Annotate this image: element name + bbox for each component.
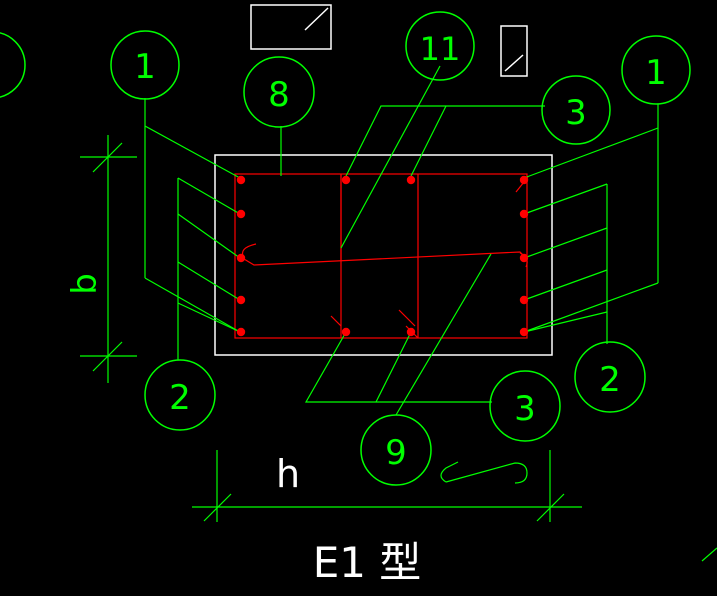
callout-2-right: 2 (574, 341, 646, 413)
callout-2-left: 2 (144, 359, 216, 431)
callout-label: 2 (599, 360, 621, 400)
rebar-dot (236, 295, 246, 305)
section-caption: E1 型 (313, 538, 422, 587)
callout-label: 3 (565, 93, 587, 133)
callout-3-top: 3 (541, 75, 611, 145)
rebar-dot (519, 253, 529, 263)
dimension-label-b: b (65, 273, 105, 295)
callout-label: 1 (134, 47, 156, 87)
rebar-dot (406, 327, 416, 337)
callout-label: 3 (514, 389, 536, 429)
callout-3-bottom: 3 (489, 370, 561, 442)
callout-label: 9 (385, 433, 407, 473)
leader-lines (80, 65, 717, 562)
callout-1-left: 1 (110, 30, 180, 100)
rebar-dot (341, 327, 351, 337)
rebar-dot (406, 175, 416, 185)
callout-8: 8 (243, 56, 315, 128)
callout-9: 9 (360, 414, 432, 486)
callout-label: 2 (169, 378, 191, 418)
rebar-dot (236, 175, 246, 185)
top-symbol-vertical-box (500, 25, 528, 77)
callout-1-right: 1 (621, 35, 691, 105)
callout-label: 11 (420, 30, 461, 68)
top-symbol-box (250, 4, 332, 50)
rebar-dot (519, 175, 529, 185)
rebar-dot (341, 175, 351, 185)
rebar-dot (236, 253, 246, 263)
rebar-dot (519, 209, 529, 219)
callout-11: 11 (405, 11, 475, 81)
concrete-outline (214, 154, 553, 356)
rebar-dot (236, 209, 246, 219)
rebar-dot (519, 327, 529, 337)
rebar-dot (519, 295, 529, 305)
callout-label: 8 (268, 75, 290, 115)
rebar-dots (236, 175, 529, 337)
partial-callout-circle (0, 32, 26, 98)
callout-label: 1 (645, 53, 667, 93)
dimension-label-h: h (276, 452, 300, 496)
rebar-dot (236, 327, 246, 337)
